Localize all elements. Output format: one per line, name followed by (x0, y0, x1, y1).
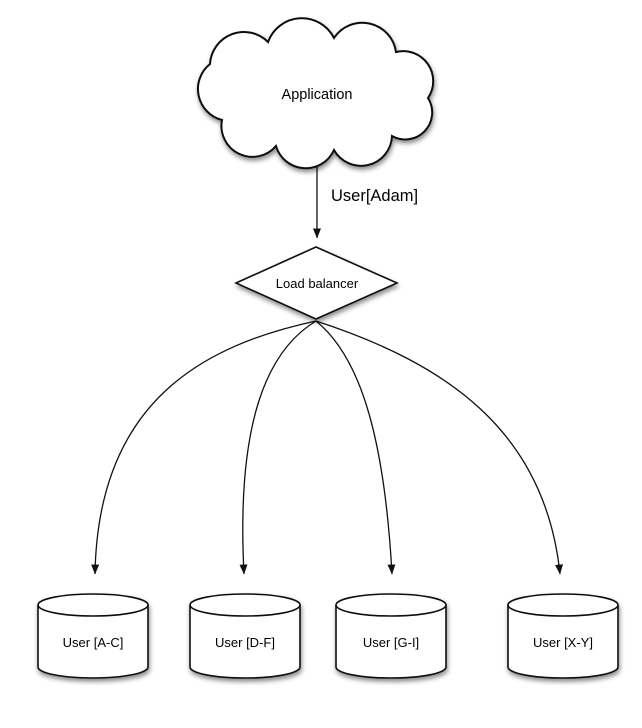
load-balancer-node (234, 246, 399, 320)
cylinder-body (189, 605, 301, 679)
db-label-g-i: User [G-I] (363, 635, 419, 650)
cylinder-body (37, 605, 149, 679)
cloud-label: Application (282, 87, 353, 103)
diamond-shape (234, 246, 399, 320)
cylinder-top (37, 593, 149, 617)
edge-label-user-adam: User[Adam] (331, 187, 418, 205)
edge-loadbalancer-to-db-x-y (315, 320, 563, 575)
edge-loadbalancer-to-db-a-c (91, 320, 317, 575)
cylinder-body (335, 605, 447, 679)
cylinder-top (189, 593, 301, 617)
db-label-d-f: User [D-F] (215, 635, 275, 650)
edge-loadbalancer-to-db-g-i (315, 320, 396, 575)
diamond-label: Load balancer (276, 276, 359, 291)
db-label-x-y: User [X-Y] (533, 635, 593, 650)
application-cloud-node (197, 17, 435, 170)
edge-loadbalancer-to-db-d-f (239, 320, 317, 575)
db-node-g-i (335, 593, 447, 679)
db-label-a-c: User [A-C] (63, 635, 124, 650)
cylinder-top (335, 593, 447, 617)
db-node-a-c (37, 593, 149, 679)
cloud-shape (197, 17, 435, 170)
db-node-x-y (507, 593, 619, 679)
cylinder-top (507, 593, 619, 617)
cylinder-body (507, 605, 619, 679)
db-node-d-f (189, 593, 301, 679)
